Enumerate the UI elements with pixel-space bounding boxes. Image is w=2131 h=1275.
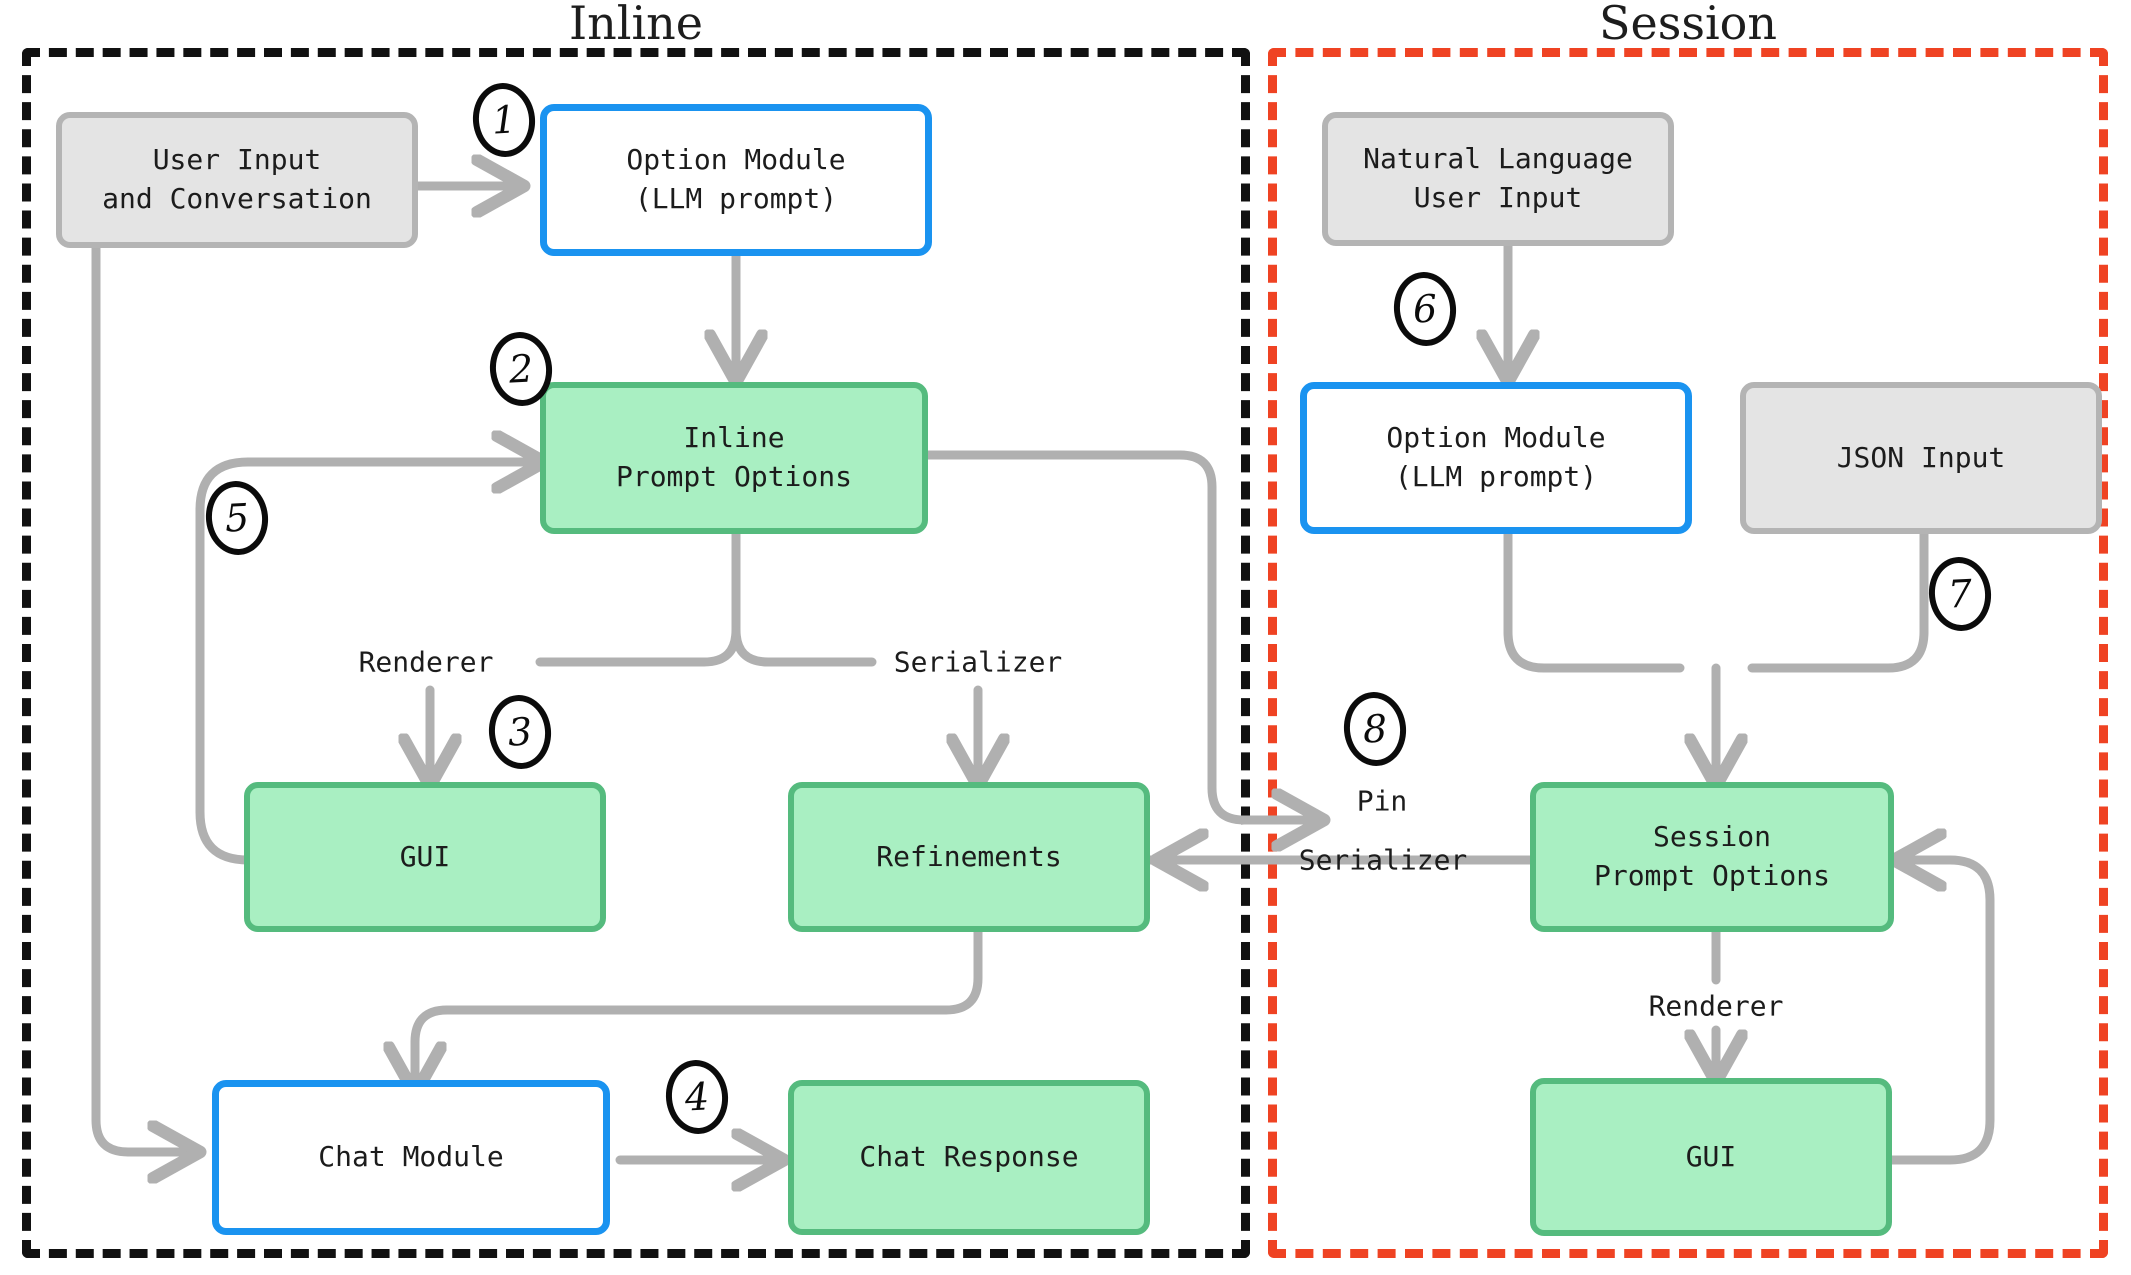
node-nl-user-input[interactable]: Natural Language User Input [1322,112,1674,246]
node-inline-gui[interactable]: GUI [244,782,606,932]
node-refinements[interactable]: Refinements [788,782,1150,932]
node-json-input[interactable]: JSON Input [1740,382,2102,534]
session-serializer-label: Serializer [1298,843,1468,877]
step-3-number: 3 [506,709,534,755]
step-marker-7: 7 [1925,553,1995,635]
inline-panel-title: Inline [568,0,704,50]
step-1-number: 1 [490,97,518,143]
step-marker-1: 1 [469,79,539,161]
step-8-number: 8 [1361,706,1389,752]
node-inline-prompt-options[interactable]: Inline Prompt Options [540,382,928,534]
node-session-gui[interactable]: GUI [1530,1078,1892,1236]
inline-serializer-label: Serializer [893,645,1063,679]
step-6-number: 6 [1411,286,1439,332]
session-renderer-label: Renderer [1648,989,1784,1023]
node-user-input[interactable]: User Input and Conversation [56,112,418,248]
node-inline-option-module[interactable]: Option Module (LLM prompt) [540,104,932,256]
step-marker-6: 6 [1390,268,1460,350]
step-marker-3: 3 [485,691,555,773]
step-2-number: 2 [507,346,535,392]
step-5-number: 5 [223,495,251,541]
step-marker-4: 4 [662,1056,732,1138]
step-marker-5: 5 [202,477,272,559]
step-marker-2: 2 [486,328,556,410]
node-chat-response[interactable]: Chat Response [788,1080,1150,1235]
step-marker-8: 8 [1340,688,1410,770]
inline-renderer-label: Renderer [358,645,494,679]
node-chat-module[interactable]: Chat Module [212,1080,610,1235]
step-4-number: 4 [683,1074,711,1120]
session-pin-label: Pin [1356,784,1408,818]
node-session-option-module[interactable]: Option Module (LLM prompt) [1300,382,1692,534]
node-session-prompt-options[interactable]: Session Prompt Options [1530,782,1894,932]
session-panel-title: Session [1599,0,1777,50]
step-7-number: 7 [1946,571,1974,617]
